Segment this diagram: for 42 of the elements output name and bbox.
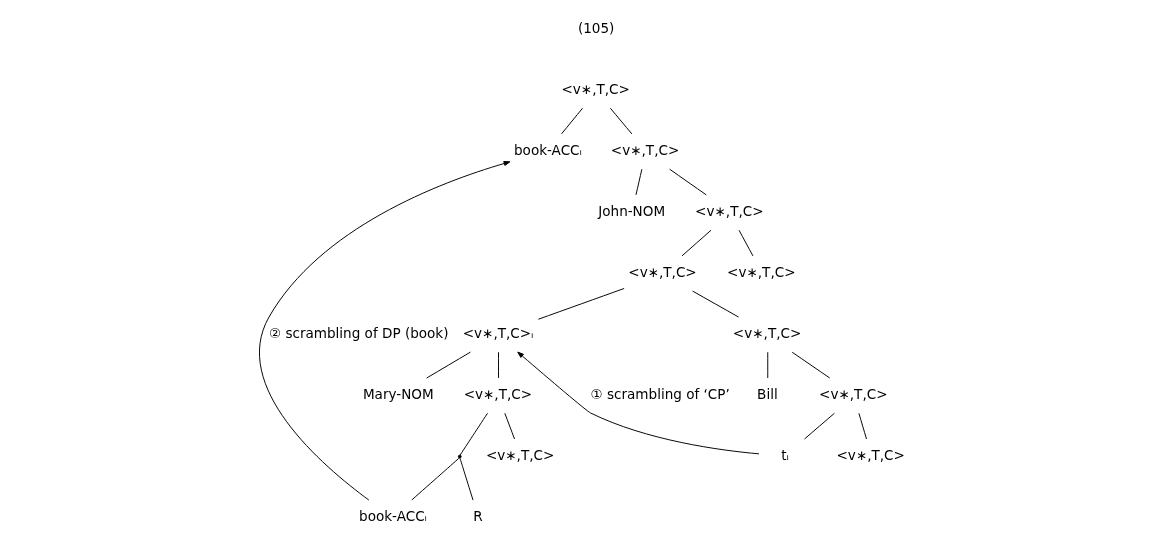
node-text: <v∗,T,C> — [818, 386, 888, 403]
node-text: <v∗,T,C> — [627, 264, 697, 281]
node-text: book-ACCᵢ — [513, 142, 582, 159]
edge-label: ① scrambling of ‘CP’ — [590, 386, 730, 403]
connector — [609, 107, 632, 135]
connector — [857, 412, 867, 440]
connector — [668, 168, 707, 196]
node-text: Mary-NOM — [362, 386, 434, 403]
node-text: Bill — [756, 386, 778, 403]
connector — [560, 107, 583, 135]
node-point — [457, 454, 462, 459]
connector — [537, 288, 625, 320]
node-text: John-NOM — [597, 203, 665, 220]
node-text: R — [472, 508, 483, 525]
connector — [791, 351, 830, 379]
node-text: <v∗,T,C> — [726, 264, 795, 281]
connector — [425, 351, 471, 379]
edge-label: ② scrambling of DP (book) — [268, 325, 448, 342]
connector — [503, 412, 515, 440]
node-text: tᵢ — [780, 447, 789, 464]
node-text: <v∗,T,C> — [610, 142, 679, 159]
connector — [803, 412, 835, 440]
connector — [680, 229, 711, 257]
arrow — [516, 351, 759, 455]
connector — [410, 457, 460, 501]
node-text: <v∗,T,C>ᵢ — [462, 325, 534, 342]
label: (105) — [577, 20, 614, 37]
connector — [738, 229, 753, 257]
node-text: <v∗,T,C> — [485, 447, 554, 464]
connector — [459, 412, 488, 456]
node-text: <v∗,T,C> — [732, 325, 801, 342]
connector — [766, 351, 768, 379]
node-text: <v∗,T,C> — [463, 386, 532, 403]
connector — [459, 457, 474, 501]
node-text: <v∗,T,C> — [560, 81, 630, 98]
node-text: <v∗,T,C> — [836, 447, 905, 464]
arrow — [258, 161, 510, 501]
node-text: <v∗,T,C> — [694, 203, 764, 220]
connector — [691, 290, 739, 318]
connector — [497, 351, 499, 379]
node-text: book-ACCᵢ — [358, 508, 427, 525]
connector — [635, 168, 642, 196]
